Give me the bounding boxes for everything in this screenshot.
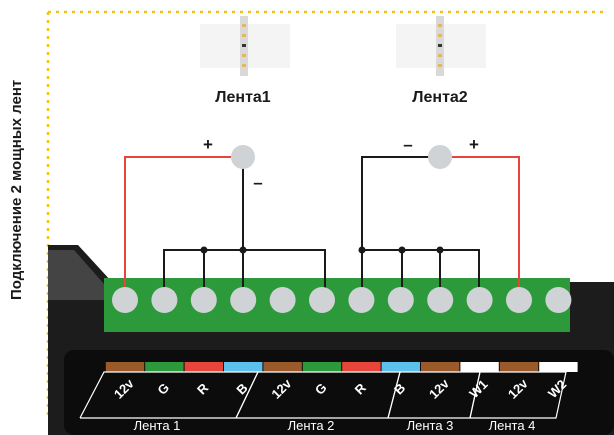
terminal-screw-5 xyxy=(269,287,296,313)
terminal-block xyxy=(104,278,570,332)
terminal-screw-2 xyxy=(151,287,178,313)
color-code-bar-3 xyxy=(184,362,223,372)
strip-2-label: Лента2 xyxy=(412,89,468,106)
junction-node-2 xyxy=(428,145,452,169)
color-code-bar-11 xyxy=(499,362,539,372)
side-title: Подключение 2 мощных лент xyxy=(8,80,25,300)
group-brackets xyxy=(79,371,567,419)
led-strip-2 xyxy=(396,16,486,76)
led-strip-1 xyxy=(200,16,290,76)
wire-junction-dots xyxy=(200,246,444,254)
dotted-frame xyxy=(46,10,608,420)
terminal-screw-11 xyxy=(506,287,532,313)
junction-1-minus: – xyxy=(253,173,262,192)
terminal-screw-4 xyxy=(230,287,257,313)
color-code-bar-10 xyxy=(460,362,499,372)
positive-wires xyxy=(124,156,520,300)
group-label-4: Лента 4 xyxy=(489,418,536,433)
terminal-screw-12 xyxy=(545,287,572,313)
color-code-bar-6 xyxy=(302,362,342,372)
color-code-strip xyxy=(105,362,578,372)
group-label-1: Лента 1 xyxy=(134,418,181,433)
color-code-bar-7 xyxy=(342,362,381,372)
junction-2-minus: – xyxy=(403,135,412,154)
terminal-screw-3 xyxy=(190,287,217,313)
terminal-screw-1 xyxy=(112,287,138,313)
controller-housing xyxy=(48,245,614,435)
color-code-bar-8 xyxy=(381,362,420,372)
terminal-screws xyxy=(112,287,572,313)
terminal-screw-7 xyxy=(348,287,375,313)
strip-1-label: Лента1 xyxy=(215,89,271,106)
color-code-bar-9 xyxy=(421,362,460,372)
terminal-screw-9 xyxy=(427,287,454,313)
junction-1-plus: + xyxy=(203,135,213,154)
junction-2-plus: + xyxy=(469,135,479,154)
color-code-bar-5 xyxy=(263,362,302,372)
junction-node-1 xyxy=(231,145,255,169)
color-code-bar-12 xyxy=(539,362,578,372)
group-label-3: Лента 3 xyxy=(407,418,454,433)
color-code-bar-4 xyxy=(224,362,263,372)
group-label-2: Лента 2 xyxy=(288,418,335,433)
terminal-screw-10 xyxy=(466,287,493,313)
color-code-bar-1 xyxy=(105,362,145,372)
terminal-screw-8 xyxy=(387,287,414,313)
color-code-bar-2 xyxy=(145,362,184,372)
terminal-screw-6 xyxy=(309,287,335,313)
